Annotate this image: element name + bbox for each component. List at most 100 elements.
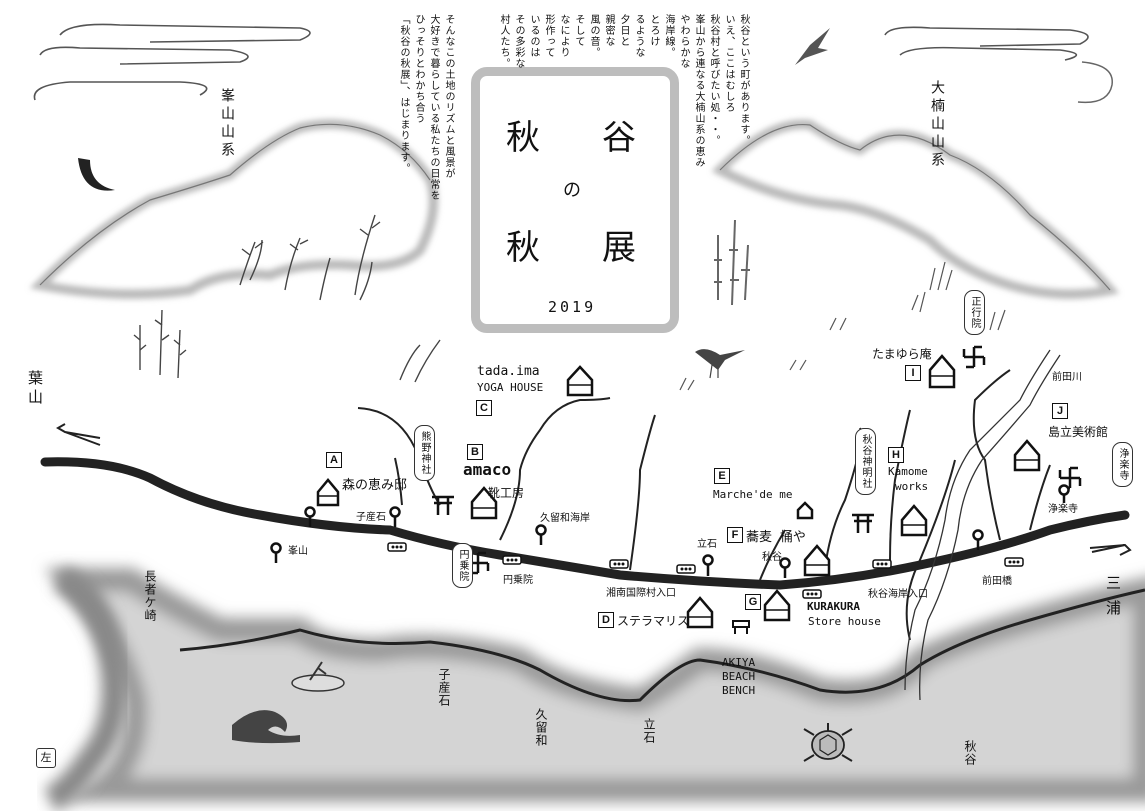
intro-col: 夕日と: [618, 14, 629, 47]
moon-icon: [78, 158, 115, 191]
venue-b-name: amaco: [463, 460, 512, 479]
cloud-right: [884, 26, 1089, 61]
surfer-icon: [291, 661, 345, 692]
bus-stop-jorakuji: 浄楽寺: [1048, 504, 1078, 515]
bus-stop-akiya: 秋谷: [762, 552, 782, 563]
venue-a-badge: A: [326, 452, 342, 468]
venue-j-name: 島立美術館: [1048, 425, 1109, 439]
venue-h-badge: H: [888, 447, 904, 463]
temple-shogyoin: 正行院: [964, 290, 985, 335]
venue-i-badge: I: [905, 365, 921, 381]
intro-col: やわらかな: [678, 14, 689, 69]
sea-label-kuruwa: 久留和: [534, 708, 548, 747]
mountain-left: [29, 119, 439, 299]
turtle-icon: [803, 723, 853, 762]
title-year: 2019: [548, 298, 597, 316]
bus-stop-mineyama: 峯山: [288, 546, 308, 557]
main-road: [40, 457, 1130, 590]
venue-f-badge: F: [727, 527, 743, 543]
region-chojagasaki: 長者ケ崎: [143, 570, 157, 622]
intro-col: そして: [573, 14, 584, 47]
sun-icon: [1077, 61, 1113, 104]
intro-col: いえ、ここはむしろ: [723, 14, 734, 113]
intro-col: 大好きで暮らしている私たちの日常を: [428, 14, 439, 201]
venue-i-name: たまゆら庵: [872, 347, 932, 361]
intro-col: ひっそりとわかち合う: [413, 14, 424, 124]
river-label-maeda: 前田川: [1052, 372, 1082, 383]
maeda-river: [904, 349, 1061, 701]
intro-col: その多彩な: [513, 14, 524, 69]
temple-jorakuji: 浄楽寺: [1112, 442, 1133, 487]
title-char-3: 秋: [506, 228, 540, 268]
sea-label-koyaishi: 子産石: [437, 668, 451, 707]
bus-stop-akiya-kaigan: 秋谷海岸入口: [868, 589, 928, 600]
intro-col: 峯山から連なる大楠山系の恵み: [693, 14, 704, 168]
bus-stop-kuruwa-kaigan: 久留和海岸: [540, 513, 590, 524]
region-mine-mountains: 峯山山系: [219, 88, 235, 160]
bench-icon: [732, 620, 750, 634]
venue-b-sub: 靴工房: [488, 486, 525, 500]
sea-label-tateishi: 立石: [642, 718, 656, 744]
venue-a-name: 森の恵み邸: [342, 478, 408, 493]
venue-d-badge: D: [598, 612, 614, 628]
venue-g-badge: G: [745, 594, 761, 610]
title-connector: の: [563, 180, 581, 201]
pampas-grass-icon: [133, 214, 441, 383]
intro-col: いるのは: [528, 14, 539, 58]
venue-g-name: KURAKURA: [807, 600, 860, 613]
venue-d-name: ステラマリス: [617, 614, 690, 628]
beach-bench-line: AKIYA: [722, 656, 756, 669]
bus-stop-sign-dots: [391, 545, 1020, 596]
intro-col: なにより: [558, 14, 569, 58]
venue-c-badge: C: [476, 400, 492, 416]
venue-g-sub: Store house: [808, 615, 881, 628]
house-roof-marks: [318, 375, 1039, 618]
temple-enjoin: 円乗院: [452, 543, 473, 588]
intro-col: そんなこの土地のリズムと風景が: [443, 14, 454, 179]
torii-icons: [432, 495, 874, 533]
title-box: 秋 谷 の 秋 展 2019: [471, 67, 679, 333]
venue-h-name: Kamome: [888, 465, 928, 478]
venue-b-badge: B: [467, 444, 483, 460]
corner-mark: 左: [36, 748, 56, 768]
title-char-4: 展: [602, 228, 636, 268]
bus-stop-tateishi: 立石: [697, 539, 717, 550]
side-roads: [357, 369, 1051, 641]
manji-icons: [466, 345, 1082, 575]
venue-c-sub: YOGA HOUSE: [477, 381, 544, 394]
region-ogusu-mountains: 大楠山山系: [929, 80, 945, 170]
intro-col: 村人たち。: [498, 14, 509, 69]
shrine-akiya-shinmei: 秋谷神明社: [855, 428, 876, 495]
bus-stop-pin-stems: [274, 495, 1066, 578]
intro-col: 風の音。: [588, 14, 599, 58]
region-hayama: 葉山: [26, 370, 44, 408]
venue-e-badge: E: [714, 468, 730, 484]
venue-f-name: 蕎麦 桶や: [746, 530, 806, 545]
bus-stop-shonan-kokusai: 湘南国際村入口: [606, 588, 676, 599]
flying-bird-icon: [795, 28, 830, 65]
intro-col: とろけ: [648, 14, 659, 47]
title-char-2: 谷: [602, 118, 636, 158]
intro-col: 海岸線。: [663, 14, 674, 58]
perched-bird-icon: [695, 349, 745, 379]
wave-icon: [232, 710, 300, 744]
sea-label-akiya: 秋谷: [963, 740, 977, 766]
beach-bench-line: BEACH: [722, 670, 756, 683]
intro-col: 秋谷という町があります。: [738, 14, 749, 146]
bus-stop-koyaishi: 子産石: [356, 512, 386, 523]
bus-stop-maedabashi: 前田橋: [982, 576, 1012, 587]
house-icons: [316, 354, 1041, 629]
mountain-right: [711, 119, 1120, 299]
bamboo-icon: [714, 219, 750, 306]
venue-e-name: Marche'de me: [713, 488, 793, 501]
intro-col: 形作って: [543, 14, 554, 58]
intro-col: 親密な: [603, 14, 614, 47]
arrow-right-icon: [1089, 543, 1132, 556]
region-miura: 三浦: [1104, 575, 1122, 625]
beach-bench-line: BENCH: [722, 684, 756, 697]
venue-h-sub: works: [895, 480, 929, 493]
cloud-left: [33, 23, 311, 101]
bus-stop-enjoin: 円乗院: [503, 575, 533, 586]
intro-col: 秋谷村と呼びたい処・・。: [708, 14, 719, 146]
